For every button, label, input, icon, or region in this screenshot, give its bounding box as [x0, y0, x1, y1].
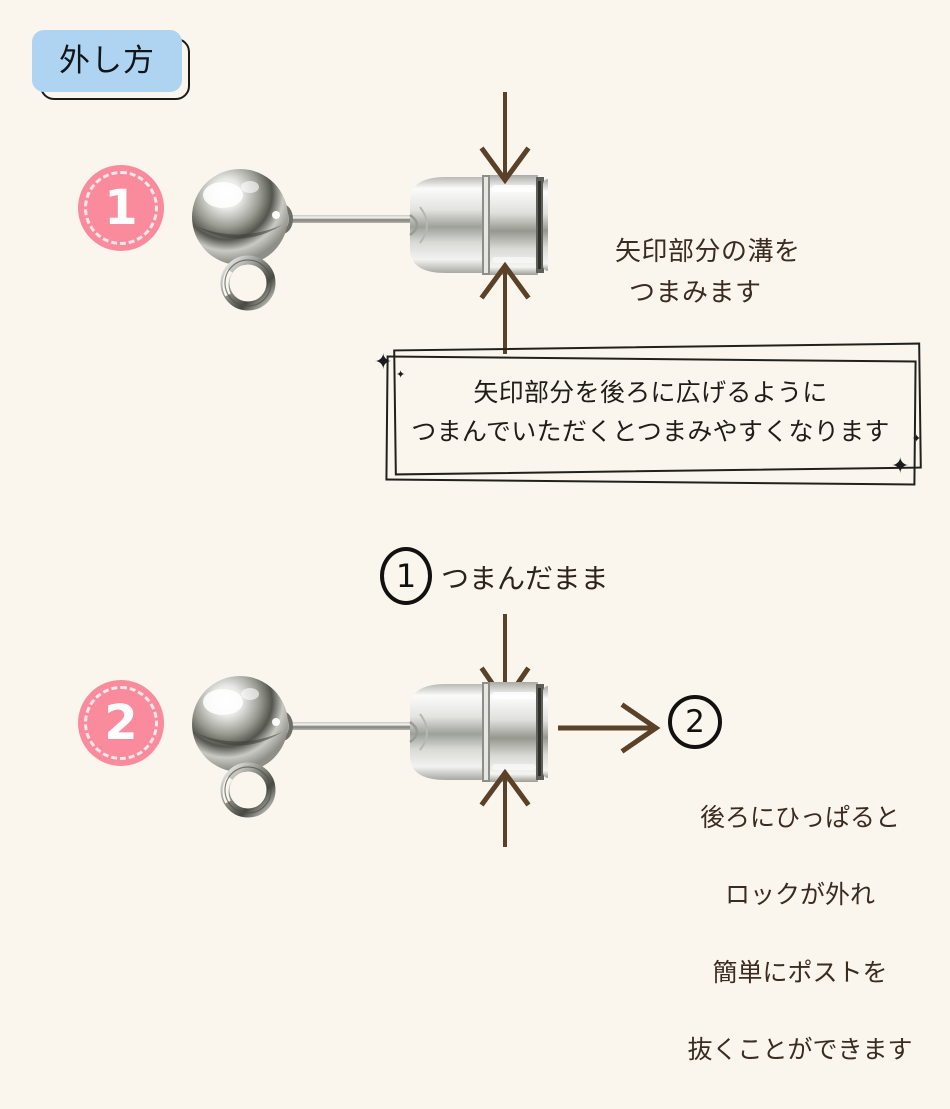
middle-annotation-label: つまんだまま	[441, 562, 609, 595]
circled-number-1-value: 1	[395, 557, 417, 595]
callout-line2: つまんでいただくとつまみやすくなります	[411, 416, 890, 446]
circled-number-2: 2	[668, 695, 722, 749]
sparkle-icon-top-left-small: ✦	[396, 368, 406, 381]
tip-callout-box: ✦ ✦ ✦ ✦ 矢印部分を後ろに広げるように つまんでいただくとつまみやすくなり…	[374, 342, 923, 486]
arrow-up-to-groove-1	[479, 261, 531, 354]
step-2-instruction-line3: 簡単にポストを	[712, 957, 888, 987]
circled-number-2-value: 2	[685, 704, 705, 740]
step-1-instruction: 矢印部分の溝を つまみます	[615, 192, 801, 353]
circled-number-1: 1	[380, 547, 432, 605]
step-2-instruction-line2: ロックが外れ	[724, 880, 875, 910]
step-number-2: 2	[104, 695, 138, 751]
arrow-right-pull	[558, 702, 661, 754]
sparkle-icon-bottom-right-small: ✦	[912, 432, 922, 445]
dashed-ring-1	[84, 171, 158, 245]
arrow-up-to-groove-2	[479, 768, 531, 847]
step-badge-2: 2	[78, 680, 164, 766]
step-2-instruction: 後ろにひっぱると ロックが外れ 簡単にポストを 抜くことができます	[660, 760, 940, 1109]
step-1-instruction-line1: 矢印部分の溝を	[615, 237, 801, 268]
page-title: 外し方	[59, 42, 155, 79]
step-number-1: 1	[104, 180, 138, 236]
step-1-instruction-line2: つまみます	[629, 277, 762, 308]
dashed-ring-2	[84, 686, 158, 760]
callout-line1: 矢印部分を後ろに広げるように	[473, 378, 828, 407]
callout-text: 矢印部分を後ろに広げるように つまんでいただくとつまみやすくなります	[378, 374, 923, 452]
sparkle-icon-top-left: ✦	[374, 350, 393, 375]
instruction-graphic: 外し方 1	[32, 30, 923, 1065]
step-2-instruction-line4: 抜くことができます	[687, 1035, 913, 1065]
title-badge: 外し方	[32, 30, 190, 100]
sparkle-icon-bottom-right: ✦	[891, 454, 910, 479]
step-badge-1: 1	[78, 165, 164, 251]
title-badge-fill: 外し方	[32, 30, 182, 92]
arrow-down-to-groove-1	[479, 92, 531, 185]
earring-illustration-2	[192, 676, 584, 818]
earring-assembly-2	[178, 672, 584, 862]
step-2-instruction-line1: 後ろにひっぱると	[699, 802, 900, 832]
